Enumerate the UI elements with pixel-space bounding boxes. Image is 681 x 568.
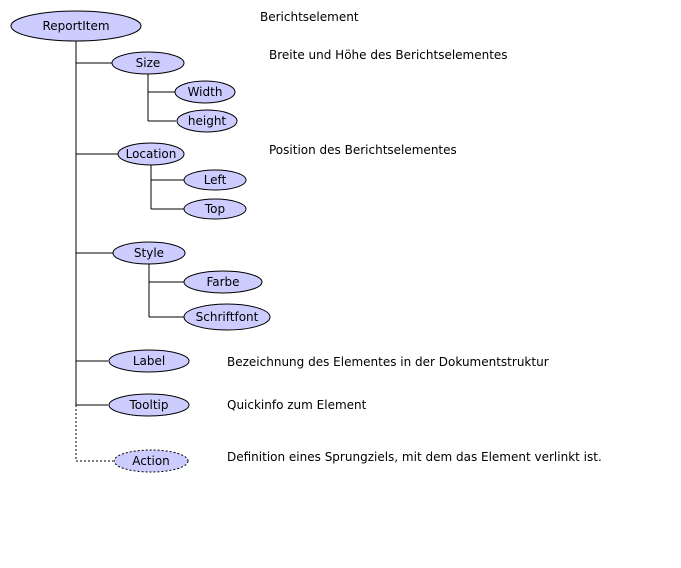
node-size-label: Size <box>136 56 161 70</box>
node-label-label: Label <box>133 354 165 368</box>
node-schriftfont: Schriftfont <box>183 303 271 331</box>
node-left-shape <box>183 169 247 191</box>
node-style: Style <box>112 241 186 265</box>
node-farbe-label: Farbe <box>206 275 239 289</box>
node-label-shape <box>108 349 190 373</box>
node-width: Width <box>174 80 236 104</box>
node-action: Action <box>113 449 189 473</box>
node-tooltip: Tooltip <box>108 393 190 417</box>
node-location-shape <box>117 142 185 166</box>
node-height-label: height <box>188 114 227 128</box>
desc-location: Position des Berichtselementes <box>269 143 457 157</box>
tree-edges <box>75 41 184 462</box>
node-farbe: Farbe <box>183 270 263 294</box>
node-width-label: Width <box>188 85 223 99</box>
node-tooltip-shape <box>108 393 190 417</box>
desc-tooltip: Quickinfo zum Element <box>227 398 367 412</box>
node-location-label: Location <box>126 147 177 161</box>
node-left-label: Left <box>204 173 227 187</box>
node-tooltip-label: Tooltip <box>129 398 169 412</box>
descriptions: Berichtselement Breite und Höhe des Beri… <box>227 10 602 464</box>
node-style-label: Style <box>134 246 164 260</box>
node-action-shape <box>113 449 189 473</box>
node-label: Label <box>108 349 190 373</box>
node-action-label: Action <box>132 454 170 468</box>
node-width-shape <box>174 80 236 104</box>
node-height: height <box>176 109 238 133</box>
node-height-shape <box>176 109 238 133</box>
desc-reportitem: Berichtselement <box>260 10 359 24</box>
desc-size: Breite und Höhe des Berichtselementes <box>269 48 508 62</box>
node-reportitem-label: ReportItem <box>42 19 109 33</box>
desc-action: Definition eines Sprungziels, mit dem da… <box>227 450 602 464</box>
node-schriftfont-label: Schriftfont <box>196 310 259 324</box>
node-size: Size <box>111 51 185 75</box>
node-style-shape <box>112 241 186 265</box>
node-location: Location <box>117 142 185 166</box>
node-top-label: Top <box>204 202 225 216</box>
node-size-shape <box>111 51 185 75</box>
node-reportitem: ReportItem <box>10 10 142 42</box>
desc-label: Bezeichnung des Elementes in der Dokumen… <box>227 355 549 369</box>
node-top-shape <box>183 198 247 220</box>
node-reportitem-shape <box>10 10 142 42</box>
node-farbe-shape <box>183 270 263 294</box>
node-top: Top <box>183 198 247 220</box>
node-schriftfont-shape <box>183 303 271 331</box>
node-left: Left <box>183 169 247 191</box>
